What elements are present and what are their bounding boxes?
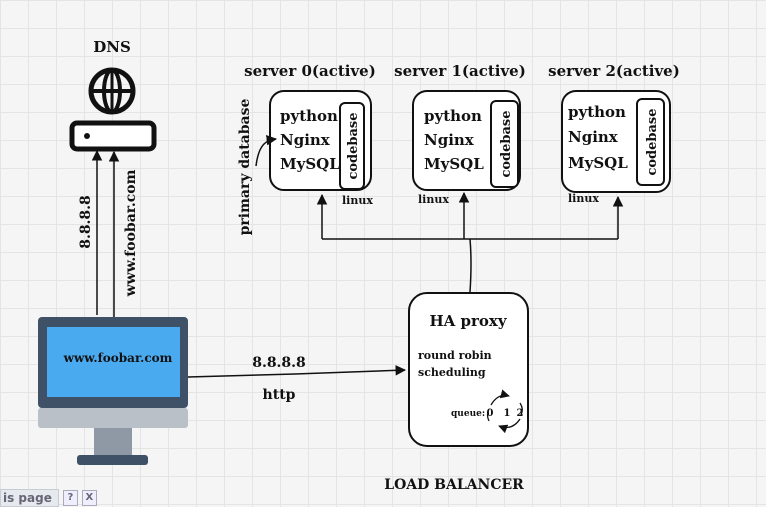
server-0: server 0(active) python Nginx MySQL code… [244, 62, 376, 207]
lb-title: HA proxy [429, 312, 507, 330]
server-1: server 1(active) python Nginx MySQL code… [394, 62, 526, 206]
client-monitor [38, 317, 188, 465]
lb-uplink-line [469, 238, 472, 293]
server-2-os: linux [568, 192, 599, 205]
queue-item-1: 1 [504, 408, 511, 419]
server-1-title: server 1(active) [394, 62, 526, 80]
help-icon[interactable]: ? [62, 489, 78, 506]
page-note-label: is page [0, 488, 59, 507]
server-2-nginx: Nginx [568, 128, 619, 146]
server-1-mysql: MySQL [424, 155, 484, 173]
server-0-codebase: codebase [346, 112, 361, 179]
server-0-python: python [280, 107, 338, 125]
server-2-title: server 2(active) [548, 62, 680, 80]
screen-url: www.foobar.com [63, 351, 173, 365]
http-request-arrow [187, 365, 407, 378]
lb-algorithm-line1: round robin [418, 349, 492, 362]
globe-icon [88, 67, 136, 115]
request-protocol-label: http [263, 387, 296, 403]
page-note-bar: is page ? X [0, 488, 97, 507]
primary-database-arrow [255, 134, 278, 167]
dns-domain-label: www.foobar.com [123, 169, 139, 297]
server-1-os: linux [418, 193, 449, 206]
monitor-screen [47, 327, 180, 397]
server-2-python: python [568, 103, 626, 121]
round-robin-cycle-icon [486, 389, 523, 434]
dns-server-icon [69, 120, 157, 152]
server-1-nginx: Nginx [424, 131, 475, 149]
dns-title: DNS [93, 38, 131, 56]
server-0-title: server 0(active) [244, 62, 376, 80]
load-balancer-box [408, 292, 529, 447]
server-0-nginx: Nginx [280, 131, 331, 149]
server-0-os: linux [342, 194, 373, 207]
close-icon[interactable]: X [81, 489, 97, 506]
dns-ip-label: 8.8.8.8 [78, 195, 94, 249]
server-2-codebase: codebase [645, 108, 660, 175]
request-ip-label: 8.8.8.8 [252, 355, 306, 371]
server-2: server 2(active) python Nginx MySQL code… [548, 62, 680, 205]
server-1-codebase: codebase [499, 110, 514, 177]
load-balancer-caption: LOAD BALANCER [384, 477, 524, 493]
primary-database-label: primary database [237, 99, 253, 236]
server-0-mysql: MySQL [280, 155, 340, 173]
server-2-mysql: MySQL [568, 154, 628, 172]
lb-algorithm-line2: scheduling [418, 366, 486, 379]
server-1-python: python [424, 107, 482, 125]
queue-item-0: 0 [487, 408, 494, 419]
queue-label: queue: [451, 409, 485, 419]
queue-item-2: 2 [517, 408, 524, 419]
